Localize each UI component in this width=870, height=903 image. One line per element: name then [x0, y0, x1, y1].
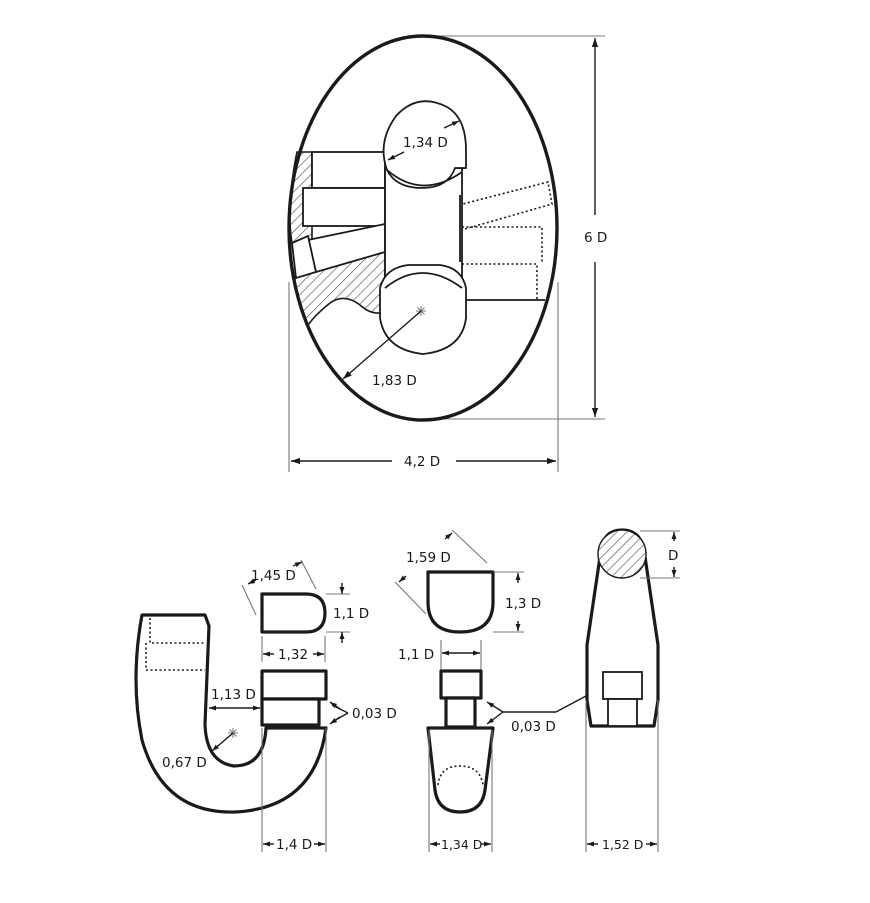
cap-chamfer-label: 1,59 D	[406, 550, 451, 566]
right-hidden-block-lower	[462, 263, 538, 300]
hook-radius-dim-line	[211, 732, 234, 752]
hook-hidden-slot-lower	[145, 643, 205, 671]
side-diameter-label: D	[668, 548, 678, 564]
stud-base-hidden-arc	[437, 765, 484, 786]
stud-chamfer-arrow-right	[292, 561, 303, 568]
stud-top-view	[260, 592, 327, 634]
cap-chamfer-arrow-right	[444, 532, 453, 540]
stud-chamfer-ext-right	[300, 559, 317, 590]
hook-body	[134, 613, 328, 814]
hook-width-label: 1,4 D	[276, 837, 312, 853]
centre-stud-view: 1,59 D 1,3 D 1,1 D 0,03 D 1,34 D	[394, 529, 602, 852]
centre-width-label: 1,34 D	[441, 837, 482, 852]
stud-base	[426, 726, 495, 814]
clearance-left-arrow-a	[329, 701, 341, 710]
radius-label: 1,83 D	[372, 373, 417, 389]
hook-half-view: 1,45 D 1,1 D 1,32 1,13 D 0,67 D 0,03 D 1…	[134, 559, 397, 853]
stud-height-label: 1,1 D	[333, 606, 369, 622]
clearance-mid-arrow-b	[486, 711, 504, 725]
stud-neck	[444, 696, 477, 729]
clearance-mid-arrow-a	[486, 701, 504, 713]
side-width-label: 1,52 D	[602, 837, 643, 852]
radius-dim-line	[342, 310, 422, 380]
hook-stud-lower	[260, 697, 321, 727]
clearance-left-pointer	[331, 704, 349, 723]
stud-chamfer-ext-left	[241, 584, 257, 616]
cap-chamfer-ext-left	[394, 581, 427, 615]
lower-bore-inner	[384, 272, 463, 289]
pin-tip	[291, 234, 318, 280]
left-block-middle	[302, 187, 386, 227]
clearance-mid-label: 0,03 D	[511, 719, 556, 735]
hook-stud-upper	[260, 669, 328, 701]
shackle-assembled-view: 1,34 D 6 D 1,83 D 4,2 D	[287, 34, 607, 472]
top-inner-diameter-label: 1,34 D	[403, 135, 448, 151]
shackle-outer-body	[287, 34, 559, 422]
stud-width-label: 1,32	[278, 647, 308, 663]
neck-width-label: 1,1 D	[398, 647, 434, 663]
height-label: 6 D	[584, 230, 607, 246]
cap-height-label: 1,3 D	[505, 596, 541, 612]
stud-chamfer-arrow-left	[247, 578, 257, 585]
upper-bore	[382, 100, 467, 189]
width-label: 4,2 D	[404, 454, 440, 470]
clearance-left-arrow-b	[329, 716, 341, 725]
clearance-left-label: 0,03 D	[352, 706, 397, 722]
left-block-upper	[311, 151, 386, 189]
stud-head	[439, 669, 483, 700]
side-stud-neck	[607, 698, 638, 727]
stud-chamfer-label: 1,45 D	[251, 568, 296, 584]
top-inner-dim-arrow-right	[443, 120, 460, 129]
cap-chamfer-ext-right	[451, 529, 488, 564]
right-hidden-block-upper	[462, 226, 543, 262]
top-inner-dim-arrow-left	[387, 151, 405, 161]
side-stud-head	[602, 671, 643, 700]
side-view: D 1,52 D	[585, 528, 680, 852]
hook-inner-radius-label: 0,67 D	[162, 755, 207, 771]
upper-bore-inner	[386, 169, 463, 187]
cap-top-view	[426, 570, 495, 634]
hook-gap-label: 1,13 D	[211, 687, 256, 703]
cap-chamfer-arrow-left	[398, 575, 407, 583]
side-hatched-section	[597, 529, 647, 579]
